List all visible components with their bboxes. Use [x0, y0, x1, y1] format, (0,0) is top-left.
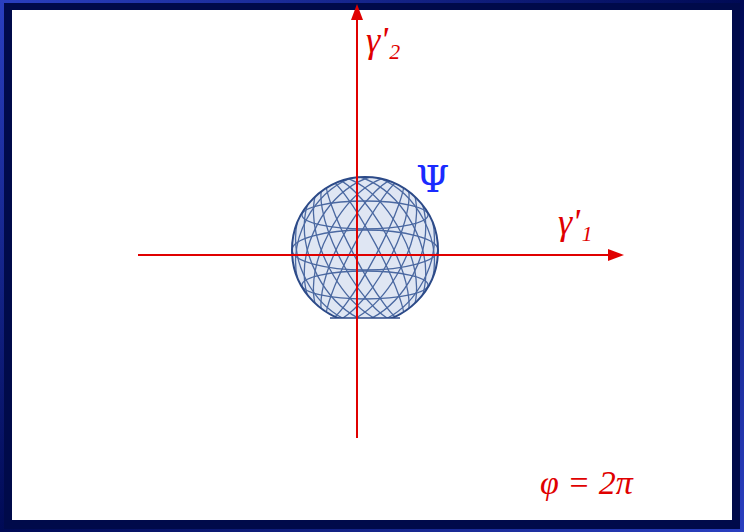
axes	[138, 4, 624, 438]
angle-label: φ = 2π	[540, 466, 633, 500]
axis-label: γ'₁	[558, 204, 592, 240]
axis-label: γ'₂	[366, 22, 400, 58]
wireframe-shape	[280, 170, 460, 318]
function-label: Ψ	[416, 160, 449, 198]
